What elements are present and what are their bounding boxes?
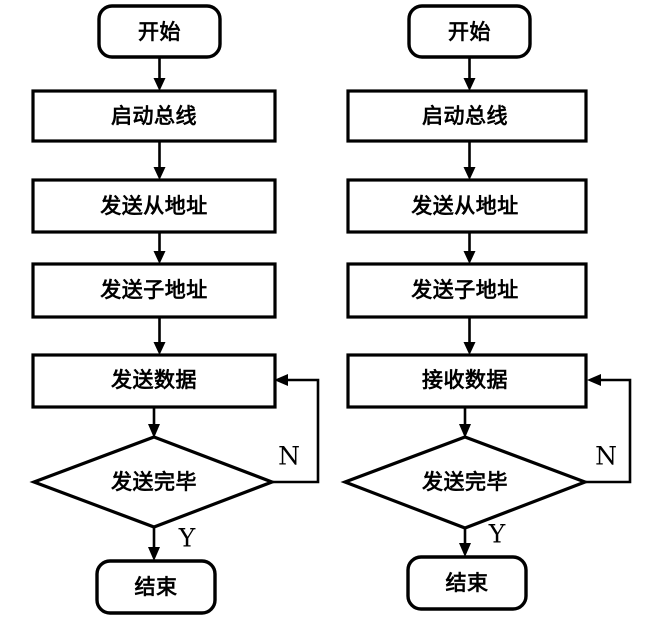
node-label: 发送子地址 [99,278,208,302]
node-label: 启动总线 [111,104,197,128]
arrow-head-icon [463,251,476,264]
node-label: 发送完毕 [421,470,508,494]
branch-label-yes: Y [488,520,506,549]
terminal-shape [406,555,528,611]
branch-label-yes: Y [178,524,196,553]
node-r-startbus[interactable]: 启动总线 [346,89,588,143]
arrow-head-icon [463,167,476,180]
node-l-subadr[interactable]: 发送子地址 [31,262,277,319]
node-label: 结束 [446,571,489,595]
arrow-head-icon [148,424,160,438]
node-r-data[interactable]: 接收数据 [346,353,588,409]
flowchart-write-flow: 开始 启动总线 发送从地址 发送子地址 [29,4,320,615]
connector-r-slaveadr-to-subadr [463,232,476,264]
node-label: 结束 [135,575,178,599]
node-label: 发送从地址 [410,194,519,218]
process-shape [31,89,277,143]
connector-r-loop-no: N [585,374,632,484]
connector-l-subadr-to-data [153,317,166,355]
arrow-head-icon [153,78,166,91]
arrow-head-icon [153,167,166,180]
arrow-head-icon [587,374,601,386]
connector-r-startbus-to-slaveadr [463,141,476,180]
node-r-end[interactable]: 结束 [406,555,528,611]
arrow-head-icon [153,342,166,355]
flowchart-read-flow: 开始 启动总线 发送从地址 发送子地址 [340,4,632,611]
arrow-head-icon [459,424,471,438]
process-shape [31,178,277,234]
arrow-head-icon [153,251,166,264]
process-shape [31,262,277,319]
connector-l-slaveadr-to-subadr [153,232,166,264]
connector-l-startbus-to-slaveadr [153,141,166,180]
terminal-shape [95,559,217,615]
connector-r-data-to-decide [459,407,471,438]
node-l-slaveadr[interactable]: 发送从地址 [31,178,277,234]
connector-r-decide-to-end: Y [459,520,506,557]
arrow-head-icon [459,543,471,557]
arrow-head-icon [463,78,476,91]
connector-r-start-to-startbus [463,57,476,91]
node-l-start[interactable]: 开始 [97,4,222,59]
connector-l-data-to-decide [148,407,160,438]
node-label: 接收数据 [422,368,508,392]
node-l-data[interactable]: 发送数据 [31,353,277,409]
process-shape [346,178,588,234]
node-r-decide[interactable]: 发送完毕 [340,435,590,530]
node-label: 发送数据 [110,368,197,392]
node-r-slaveadr[interactable]: 发送从地址 [346,178,588,234]
node-label: 发送子地址 [410,278,519,302]
process-shape [346,262,588,319]
connector-l-loop-no: N [272,374,320,484]
arrow-head-icon [148,547,160,561]
node-l-startbus[interactable]: 启动总线 [31,89,277,143]
node-l-decide[interactable]: 发送完毕 [29,435,277,529]
node-r-subadr[interactable]: 发送子地址 [346,262,588,319]
node-label: 开始 [138,20,181,44]
node-label: 发送从地址 [99,194,208,218]
node-label: 启动总线 [422,104,508,128]
branch-label-no: N [278,442,300,471]
node-l-end[interactable]: 结束 [95,559,217,615]
connector-r-subadr-to-data [463,317,476,355]
process-shape [346,89,588,143]
branch-label-no: N [595,442,617,471]
connector-l-decide-to-end: Y [148,524,196,561]
node-r-start[interactable]: 开始 [407,4,532,59]
arrow-head-icon [274,374,288,386]
process-shape [346,353,588,409]
node-label: 开始 [448,20,491,44]
node-label: 发送完毕 [110,470,197,494]
connector-l-start-to-startbus [153,57,166,91]
arrow-head-icon [463,342,476,355]
